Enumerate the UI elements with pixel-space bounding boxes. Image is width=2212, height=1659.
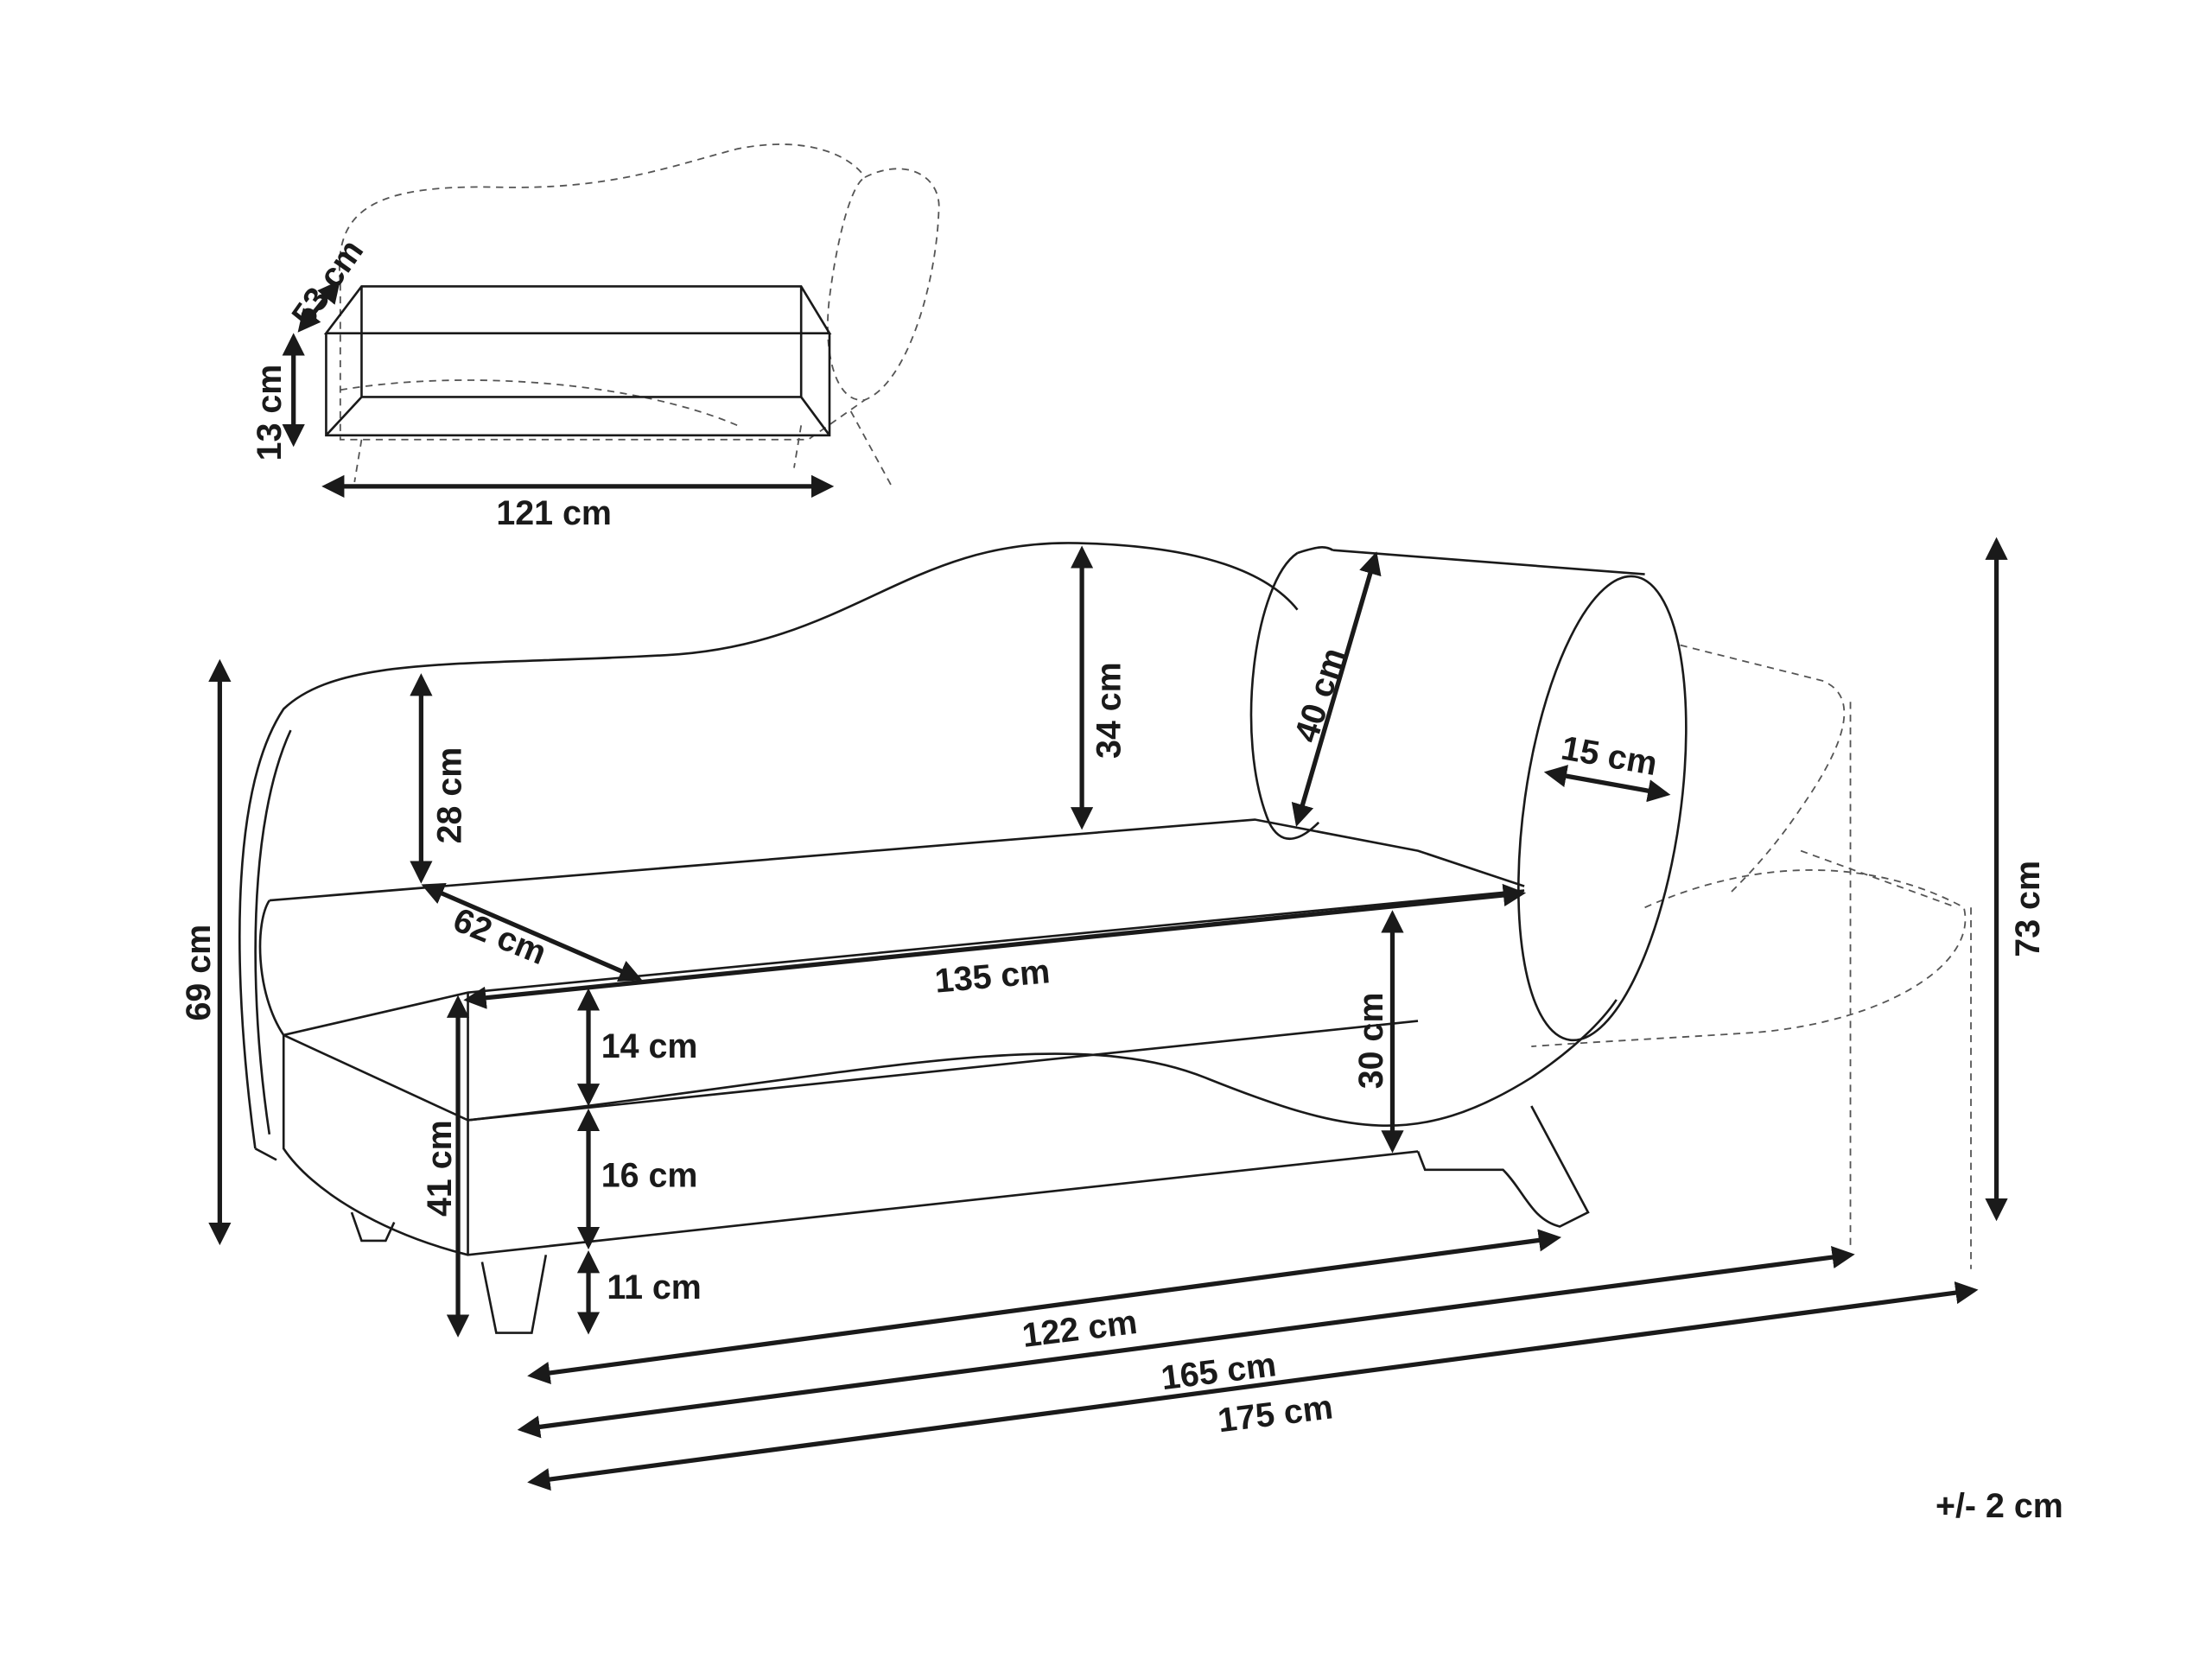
seat-height-label: 41 cm [421, 1120, 459, 1217]
bolster-diameter-label: 15 cm [1559, 728, 1661, 783]
bolster-diameter-arrow [1543, 765, 1671, 803]
bolster-length-arrow [1291, 551, 1382, 827]
height-left-label: 69 cm [180, 925, 218, 1021]
length-165-arrow [517, 1246, 1855, 1439]
seat-length-label: 135 cm [933, 952, 1052, 1000]
inset-depth-label: 53 cm [284, 232, 371, 334]
inset-height-label: 13 cm [251, 365, 289, 461]
bolster-length-label: 40 cm [1287, 644, 1353, 747]
backrest-left-label: 28 cm [430, 747, 468, 844]
length-175-label: 175 cm [1216, 1388, 1335, 1440]
length-165-label: 165 cm [1159, 1345, 1278, 1397]
seat-height-right-label: 30 cm [1352, 993, 1390, 1090]
seat-length-arrow [463, 883, 1527, 1009]
backrest-right-label: 34 cm [1090, 662, 1128, 759]
inset-depth-arrow [297, 280, 340, 333]
tolerance-note: +/- 2 cm [1936, 1487, 2063, 1525]
seat-depth-label: 62 cm [448, 900, 551, 972]
length-122-label: 122 cm [1020, 1303, 1140, 1355]
base-label: 16 cm [601, 1157, 698, 1195]
inset-width-label: 121 cm [496, 494, 612, 532]
storage-inset: 53 cm 13 cm 121 cm [251, 143, 940, 532]
height-right-label: 73 cm [2009, 861, 2047, 957]
legs-label: 11 cm [607, 1268, 701, 1306]
cushion-label: 14 cm [601, 1027, 698, 1065]
length-175-arrow [527, 1281, 1979, 1491]
